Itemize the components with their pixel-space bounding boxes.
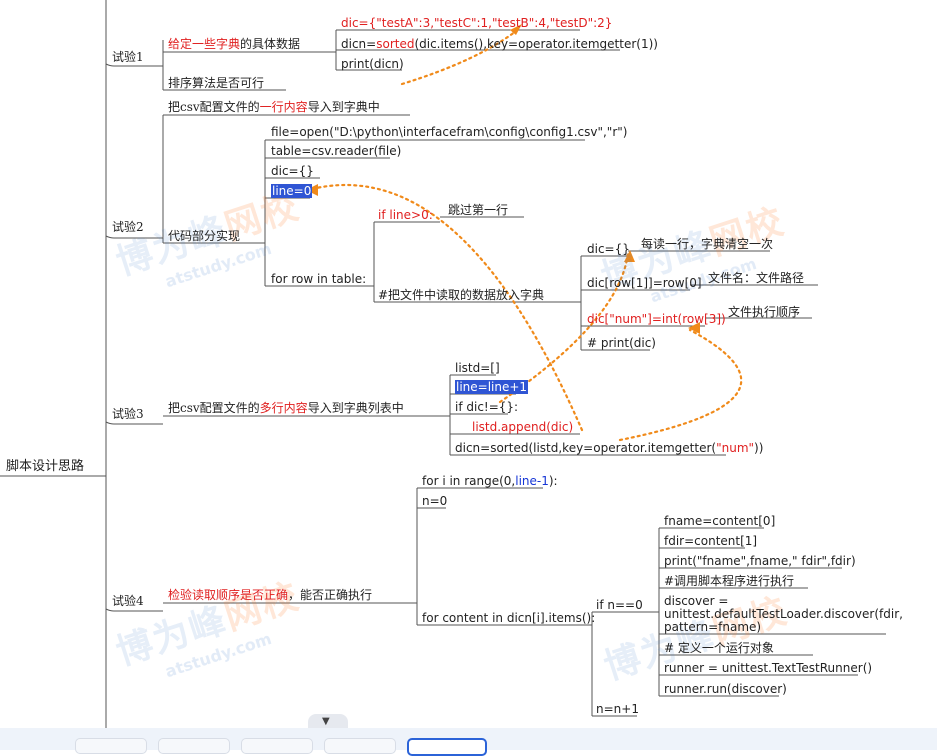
comment-runner[interactable]: # 定义一个运行对象 (664, 641, 774, 655)
code-line-incr[interactable]: line=line+1 (455, 380, 529, 394)
code-n-incr[interactable]: n=n+1 (596, 702, 639, 716)
code-print-dic[interactable]: # print(dic) (587, 336, 656, 350)
code-dic-data[interactable]: dic={"testA":3,"testC":1,"testB":4,"test… (341, 16, 613, 30)
thumbnail[interactable] (158, 738, 230, 754)
code-append[interactable]: listd.append(dic) (472, 420, 574, 434)
code-fname[interactable]: fname=content[0] (664, 514, 776, 528)
note-file-path[interactable]: 文件名：文件路径 (708, 271, 805, 285)
code-sorted[interactable]: dicn=sorted(dic.items(),key=operator.ite… (341, 37, 658, 51)
node-exp3[interactable]: 试验3 (112, 407, 144, 421)
node-exp1-goal[interactable]: 给定一些字典的具体数据 (168, 37, 301, 51)
node-exp4[interactable]: 试验4 (112, 594, 144, 608)
code-dic-init[interactable]: dic={} (271, 164, 314, 178)
code-if-n[interactable]: if n==0 (596, 598, 643, 612)
node-code-impl[interactable]: 代码部分实现 (168, 229, 241, 243)
code-runner[interactable]: runner = unittest.TextTestRunner() (664, 661, 873, 675)
code-for-row[interactable]: for row in table: (271, 272, 367, 286)
node-exp3-goal[interactable]: 把csv配置文件的多行内容导入到字典列表中 (168, 401, 404, 415)
chevron-down-icon: ▼ (322, 716, 330, 727)
code-if-dic[interactable]: if dic!={}: (455, 400, 519, 414)
code-line-init[interactable]: line=0 (271, 184, 313, 198)
code-run[interactable]: runner.run(discover) (664, 682, 787, 696)
node-exp2[interactable]: 试验2 (112, 220, 144, 234)
code-discover-3[interactable]: pattern=fname) (664, 620, 762, 634)
code-sorted-listd[interactable]: dicn=sorted(listd,key=operator.itemgette… (455, 441, 764, 455)
code-print-dicn[interactable]: print(dicn) (341, 57, 404, 71)
code-dic-num[interactable]: dic["num"]=int(row[3]) (587, 312, 726, 326)
note-exec-order[interactable]: 文件执行顺序 (728, 305, 801, 319)
comment-call-script[interactable]: #调用脚本程序进行执行 (664, 574, 795, 588)
code-dic-reset[interactable]: dic={} (587, 242, 630, 256)
thumbnail[interactable] (75, 738, 147, 754)
node-exp1[interactable]: 试验1 (112, 50, 144, 64)
node-exp4-goal[interactable]: 检验读取顺序是否正确，能否正确执行 (168, 588, 373, 602)
code-fdir[interactable]: fdir=content[1] (664, 534, 758, 548)
note-skip-first[interactable]: 跳过第一行 (448, 203, 509, 217)
code-discover-1[interactable]: discover = (664, 594, 729, 608)
code-file-open[interactable]: file=open("D:\python\interfacefram\confi… (271, 125, 628, 139)
code-for-range[interactable]: for i in range(0,line-1): (422, 474, 558, 488)
note-dic-reset[interactable]: 每读一行，字典清空一次 (641, 237, 774, 251)
code-listd-init[interactable]: listd=[] (455, 361, 500, 375)
collapse-toggle-button[interactable]: ▼ (308, 714, 348, 728)
thumbnail[interactable] (241, 738, 313, 754)
code-dic-assign[interactable]: dic[row[1]]=row[0] (587, 276, 702, 290)
node-exp2-goal[interactable]: 把csv配置文件的一行内容导入到字典中 (168, 100, 380, 114)
code-n-init[interactable]: n=0 (422, 494, 448, 508)
code-discover-2[interactable]: unittest.defaultTestLoader.discover(fdir… (664, 607, 903, 621)
code-for-content[interactable]: for content in dicn[i].items(): (422, 611, 596, 625)
node-read-data[interactable]: #把文件中读取的数据放入字典 (378, 288, 545, 302)
code-csv-reader[interactable]: table=csv.reader(file) (271, 144, 402, 158)
thumbnail[interactable] (324, 738, 396, 754)
thumbnail-active[interactable] (407, 738, 487, 756)
code-if-line[interactable]: if line>0: (378, 208, 433, 222)
node-exp1-check[interactable]: 排序算法是否可行 (168, 76, 265, 90)
root-node[interactable]: 脚本设计思路 (6, 459, 85, 474)
code-print-fname[interactable]: print("fname",fname," fdir",fdir) (664, 554, 856, 568)
